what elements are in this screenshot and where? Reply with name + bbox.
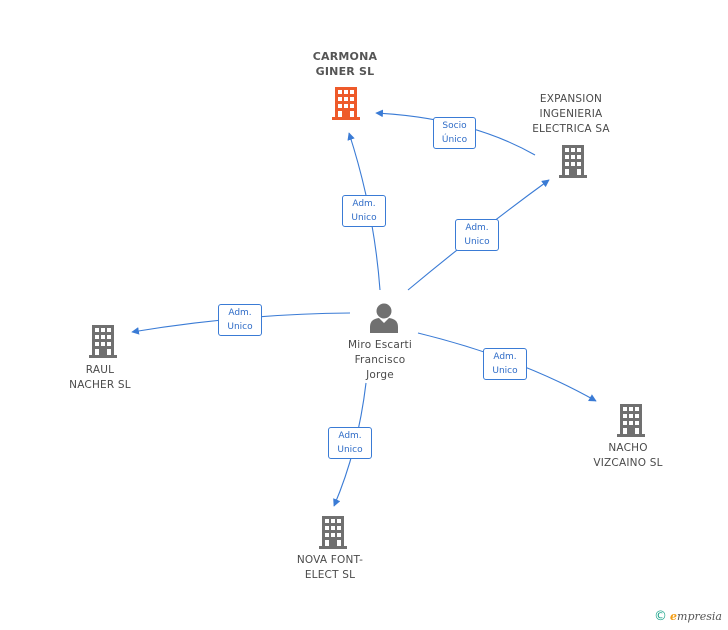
node-carmona-icon[interactable] <box>332 87 360 120</box>
node-label-line: Francisco <box>354 354 406 366</box>
node-person-label[interactable]: Miro Escarti Francisco Jorge <box>330 338 430 383</box>
node-label-line: INGENIERIA <box>539 108 603 120</box>
person-icon[interactable] <box>370 303 398 334</box>
edge-label-line: Socio <box>442 121 467 131</box>
node-raul-icon[interactable] <box>89 325 117 358</box>
node-label-line: NOVA FONT- <box>296 554 364 566</box>
edge-label-line: Unico <box>337 445 363 455</box>
node-label-line: CARMONA <box>312 50 378 63</box>
node-label-line: RAUL <box>85 364 115 376</box>
edge-label-expansion-carmona[interactable]: Socio Único <box>433 117 476 149</box>
edge-label-line: Adm. <box>465 223 489 233</box>
edge-label-line: Unico <box>227 322 253 332</box>
edge-label-line: Adm. <box>493 352 517 362</box>
edge-label-line: Unico <box>492 366 518 376</box>
edge-label-line: Adm. <box>352 199 376 209</box>
node-raul-label[interactable]: RAUL NACHER SL <box>50 363 150 393</box>
node-label-line: Miro Escarti <box>348 339 412 351</box>
footer-brand: ©empresia <box>654 609 722 624</box>
edge-label-line: Adm. <box>338 431 362 441</box>
node-nova-icon[interactable] <box>319 516 347 549</box>
edge-label-line: Adm. <box>228 308 252 318</box>
node-label-line: GINER SL <box>315 65 375 78</box>
node-expansion-icon[interactable] <box>559 145 587 178</box>
brand-name: mpresia <box>677 610 722 623</box>
edge-label-person-raul[interactable]: Adm. Unico <box>218 304 262 336</box>
node-label-line: NACHO <box>608 442 648 454</box>
node-carmona-label[interactable]: CARMONA GINER SL <box>295 49 395 79</box>
node-nacho-icon[interactable] <box>617 404 645 437</box>
node-label-line: Jorge <box>366 369 394 381</box>
node-expansion-label[interactable]: EXPANSION INGENIERIA ELECTRICA SA <box>516 92 626 137</box>
edge-label-person-carmona[interactable]: Adm. Unico <box>342 195 386 227</box>
edge-label-person-nova[interactable]: Adm. Unico <box>328 427 372 459</box>
node-label-line: ELECT SL <box>304 569 356 581</box>
edge-label-line: Único <box>441 135 468 145</box>
node-nacho-label[interactable]: NACHO VIZCAINO SL <box>578 441 678 471</box>
copyright-icon: © <box>654 609 668 624</box>
node-nova-label[interactable]: NOVA FONT- ELECT SL <box>280 553 380 583</box>
brand-logo-letter: e <box>670 610 678 623</box>
edge-label-person-expansion[interactable]: Adm. Unico <box>455 219 499 251</box>
edge-label-line: Unico <box>464 237 490 247</box>
node-label-line: VIZCAINO SL <box>593 457 663 469</box>
edge-label-person-nacho[interactable]: Adm. Unico <box>483 348 527 380</box>
node-label-line: EXPANSION <box>539 93 603 105</box>
edge-label-line: Unico <box>351 213 377 223</box>
node-label-line: NACHER SL <box>69 379 131 391</box>
node-label-line: ELECTRICA SA <box>532 123 610 135</box>
